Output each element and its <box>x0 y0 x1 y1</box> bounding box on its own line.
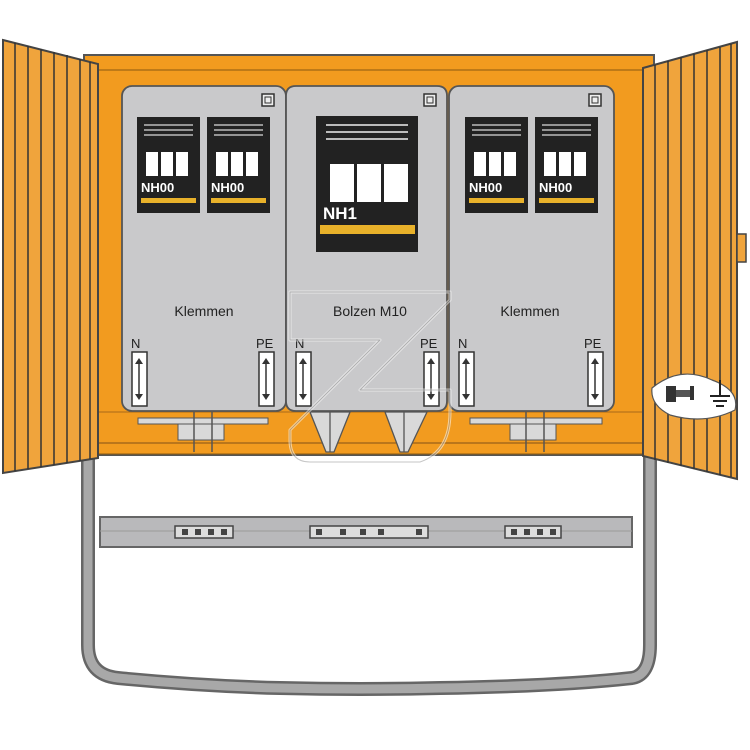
cabinet-stand <box>81 455 657 696</box>
crossbar-clamp-center <box>309 525 429 539</box>
fuse-nh00[interactable]: NH00 <box>207 117 270 213</box>
panel-center: NH1 Bolzen M10 N PE <box>285 85 448 453</box>
rail-label-n: N <box>131 336 140 351</box>
right-door[interactable] <box>642 40 747 481</box>
panel-right: NH00 NH00 Klemmen N PE <box>448 85 615 452</box>
terminal-rail-n <box>295 351 312 407</box>
stand-tube <box>81 455 657 696</box>
terminal-label: Bolzen M10 <box>333 303 407 319</box>
terminal-label: Klemmen <box>500 303 559 319</box>
brand-watermark-icon <box>288 290 452 464</box>
rail-label-n: N <box>458 336 467 351</box>
door-hinge <box>736 233 747 263</box>
rail-label-pe: PE <box>256 336 274 351</box>
terminal-rail-n <box>458 351 475 407</box>
fuse-label: NH1 <box>323 204 357 223</box>
panel-screw-icon <box>588 93 602 107</box>
panel-screw-icon <box>261 93 275 107</box>
terminal-rail-n <box>131 351 148 407</box>
panel-left: NH00 NH00 Klemmen N PE <box>121 85 287 452</box>
fuse-label: NH00 <box>539 180 572 195</box>
rail-label-pe: PE <box>420 336 438 351</box>
crossbar-clamp-right <box>504 525 562 539</box>
terminal-label: Klemmen <box>174 303 233 319</box>
fuse-nh00[interactable]: NH00 <box>465 117 528 213</box>
terminal-rail-pe <box>587 351 604 407</box>
crossbar-clamp-left <box>174 525 234 539</box>
rail-label-pe: PE <box>584 336 602 351</box>
fuse-label: NH00 <box>211 180 244 195</box>
door-lock-icon[interactable] <box>651 373 737 420</box>
terminal-rail-pe <box>423 351 440 407</box>
left-door[interactable] <box>2 38 99 475</box>
rail-label-n: N <box>295 336 304 351</box>
panel-screw-icon <box>423 93 437 107</box>
fuse-nh00[interactable]: NH00 <box>137 117 200 213</box>
terminal-rail-pe <box>258 351 275 407</box>
earth-ground-icon <box>710 380 730 407</box>
fuse-nh00[interactable]: NH00 <box>535 117 598 213</box>
fuse-label: NH00 <box>469 180 502 195</box>
fuse-label: NH00 <box>141 180 174 195</box>
fuse-nh1[interactable]: NH1 <box>316 116 418 252</box>
